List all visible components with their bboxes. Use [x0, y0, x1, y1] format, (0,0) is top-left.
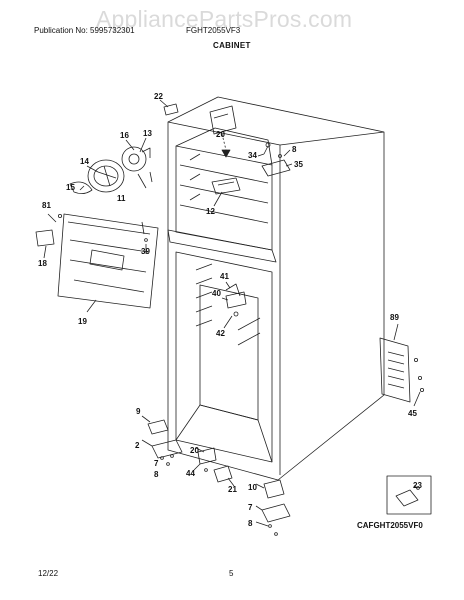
callout-16: 16 [120, 131, 129, 140]
liner-floor [175, 404, 273, 463]
callout-23: 23 [413, 481, 422, 490]
bottom-hinge-right [261, 503, 291, 523]
publication-number: Publication No: 5995732301 [34, 26, 135, 35]
callout-81: 81 [42, 201, 51, 210]
control-cover [35, 229, 55, 247]
freezer-back [175, 127, 273, 166]
leveler-leg [263, 479, 285, 499]
cabinet-outer-body [167, 96, 385, 481]
serial-plate [163, 103, 179, 116]
fan-motor [121, 146, 147, 172]
callout-20-bottom: 20 [190, 446, 199, 455]
callout-11: 11 [117, 194, 126, 203]
callout-89: 89 [390, 313, 399, 322]
diagram-code: CAFGHT2055VF0 [357, 521, 423, 530]
freezer-vent [211, 177, 241, 195]
callout-22: 22 [154, 92, 163, 101]
evaporator-cover [57, 213, 159, 309]
callout-13: 13 [143, 129, 152, 138]
side-access-panel [379, 337, 411, 403]
footer-page-number: 5 [229, 569, 234, 578]
fan-blade [69, 181, 93, 194]
callout-41: 41 [220, 272, 229, 281]
callout-7-right: 7 [248, 503, 253, 512]
callout-8-right: 8 [248, 519, 253, 528]
watermark: AppliancePartsPros.com [96, 6, 353, 32]
divider-mullion [167, 229, 277, 263]
model-number: FGHT2055VF3 [186, 26, 241, 35]
callout-18: 18 [38, 259, 47, 268]
light-socket [225, 291, 247, 309]
callout-39: 39 [141, 247, 150, 256]
callout-19: 19 [78, 317, 87, 326]
callout-10: 10 [248, 483, 257, 492]
inset-box [386, 475, 432, 515]
callout-45: 45 [408, 409, 417, 418]
callout-14: 14 [80, 157, 89, 166]
callout-2: 2 [135, 441, 140, 450]
callout-15: 15 [66, 183, 75, 192]
fan-shroud [87, 159, 125, 193]
callout-40: 40 [212, 289, 221, 298]
callout-7-left: 7 [154, 459, 159, 468]
bottom-hinge-left [151, 439, 183, 459]
callout-8-left: 8 [154, 470, 159, 479]
top-hinge [261, 159, 291, 177]
callout-8-top: 8 [292, 145, 297, 154]
section-title: CABINET [213, 41, 251, 50]
freezer-duct [209, 105, 237, 135]
hinge-screw [263, 145, 269, 155]
callout-34: 34 [248, 151, 257, 160]
hinge-cover [147, 419, 169, 435]
callout-12: 12 [206, 207, 215, 216]
callout-42: 42 [216, 329, 225, 338]
callout-35: 35 [294, 160, 303, 169]
callout-20-top: 20 [216, 130, 225, 139]
footer-date: 12/22 [38, 569, 59, 578]
callout-44: 44 [186, 469, 195, 478]
callout-21: 21 [228, 485, 237, 494]
callout-9: 9 [136, 407, 141, 416]
roller-bracket [197, 447, 217, 465]
fresh-food-back [199, 284, 259, 421]
